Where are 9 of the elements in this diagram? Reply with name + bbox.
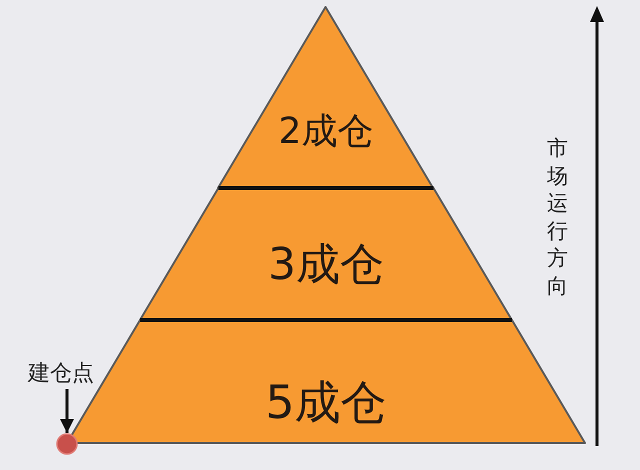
direction-label: 市场运行方向 xyxy=(546,135,569,300)
tier-label: 3成仓 xyxy=(268,241,384,290)
pyramid-tier xyxy=(140,188,512,320)
tier-label: 5成仓 xyxy=(265,377,387,428)
pyramid-tier xyxy=(218,7,434,188)
arrow xyxy=(60,389,74,433)
dot-icon xyxy=(56,433,78,455)
tier-label: 2成仓 xyxy=(278,112,374,152)
point-label: 建仓点 xyxy=(20,359,102,389)
